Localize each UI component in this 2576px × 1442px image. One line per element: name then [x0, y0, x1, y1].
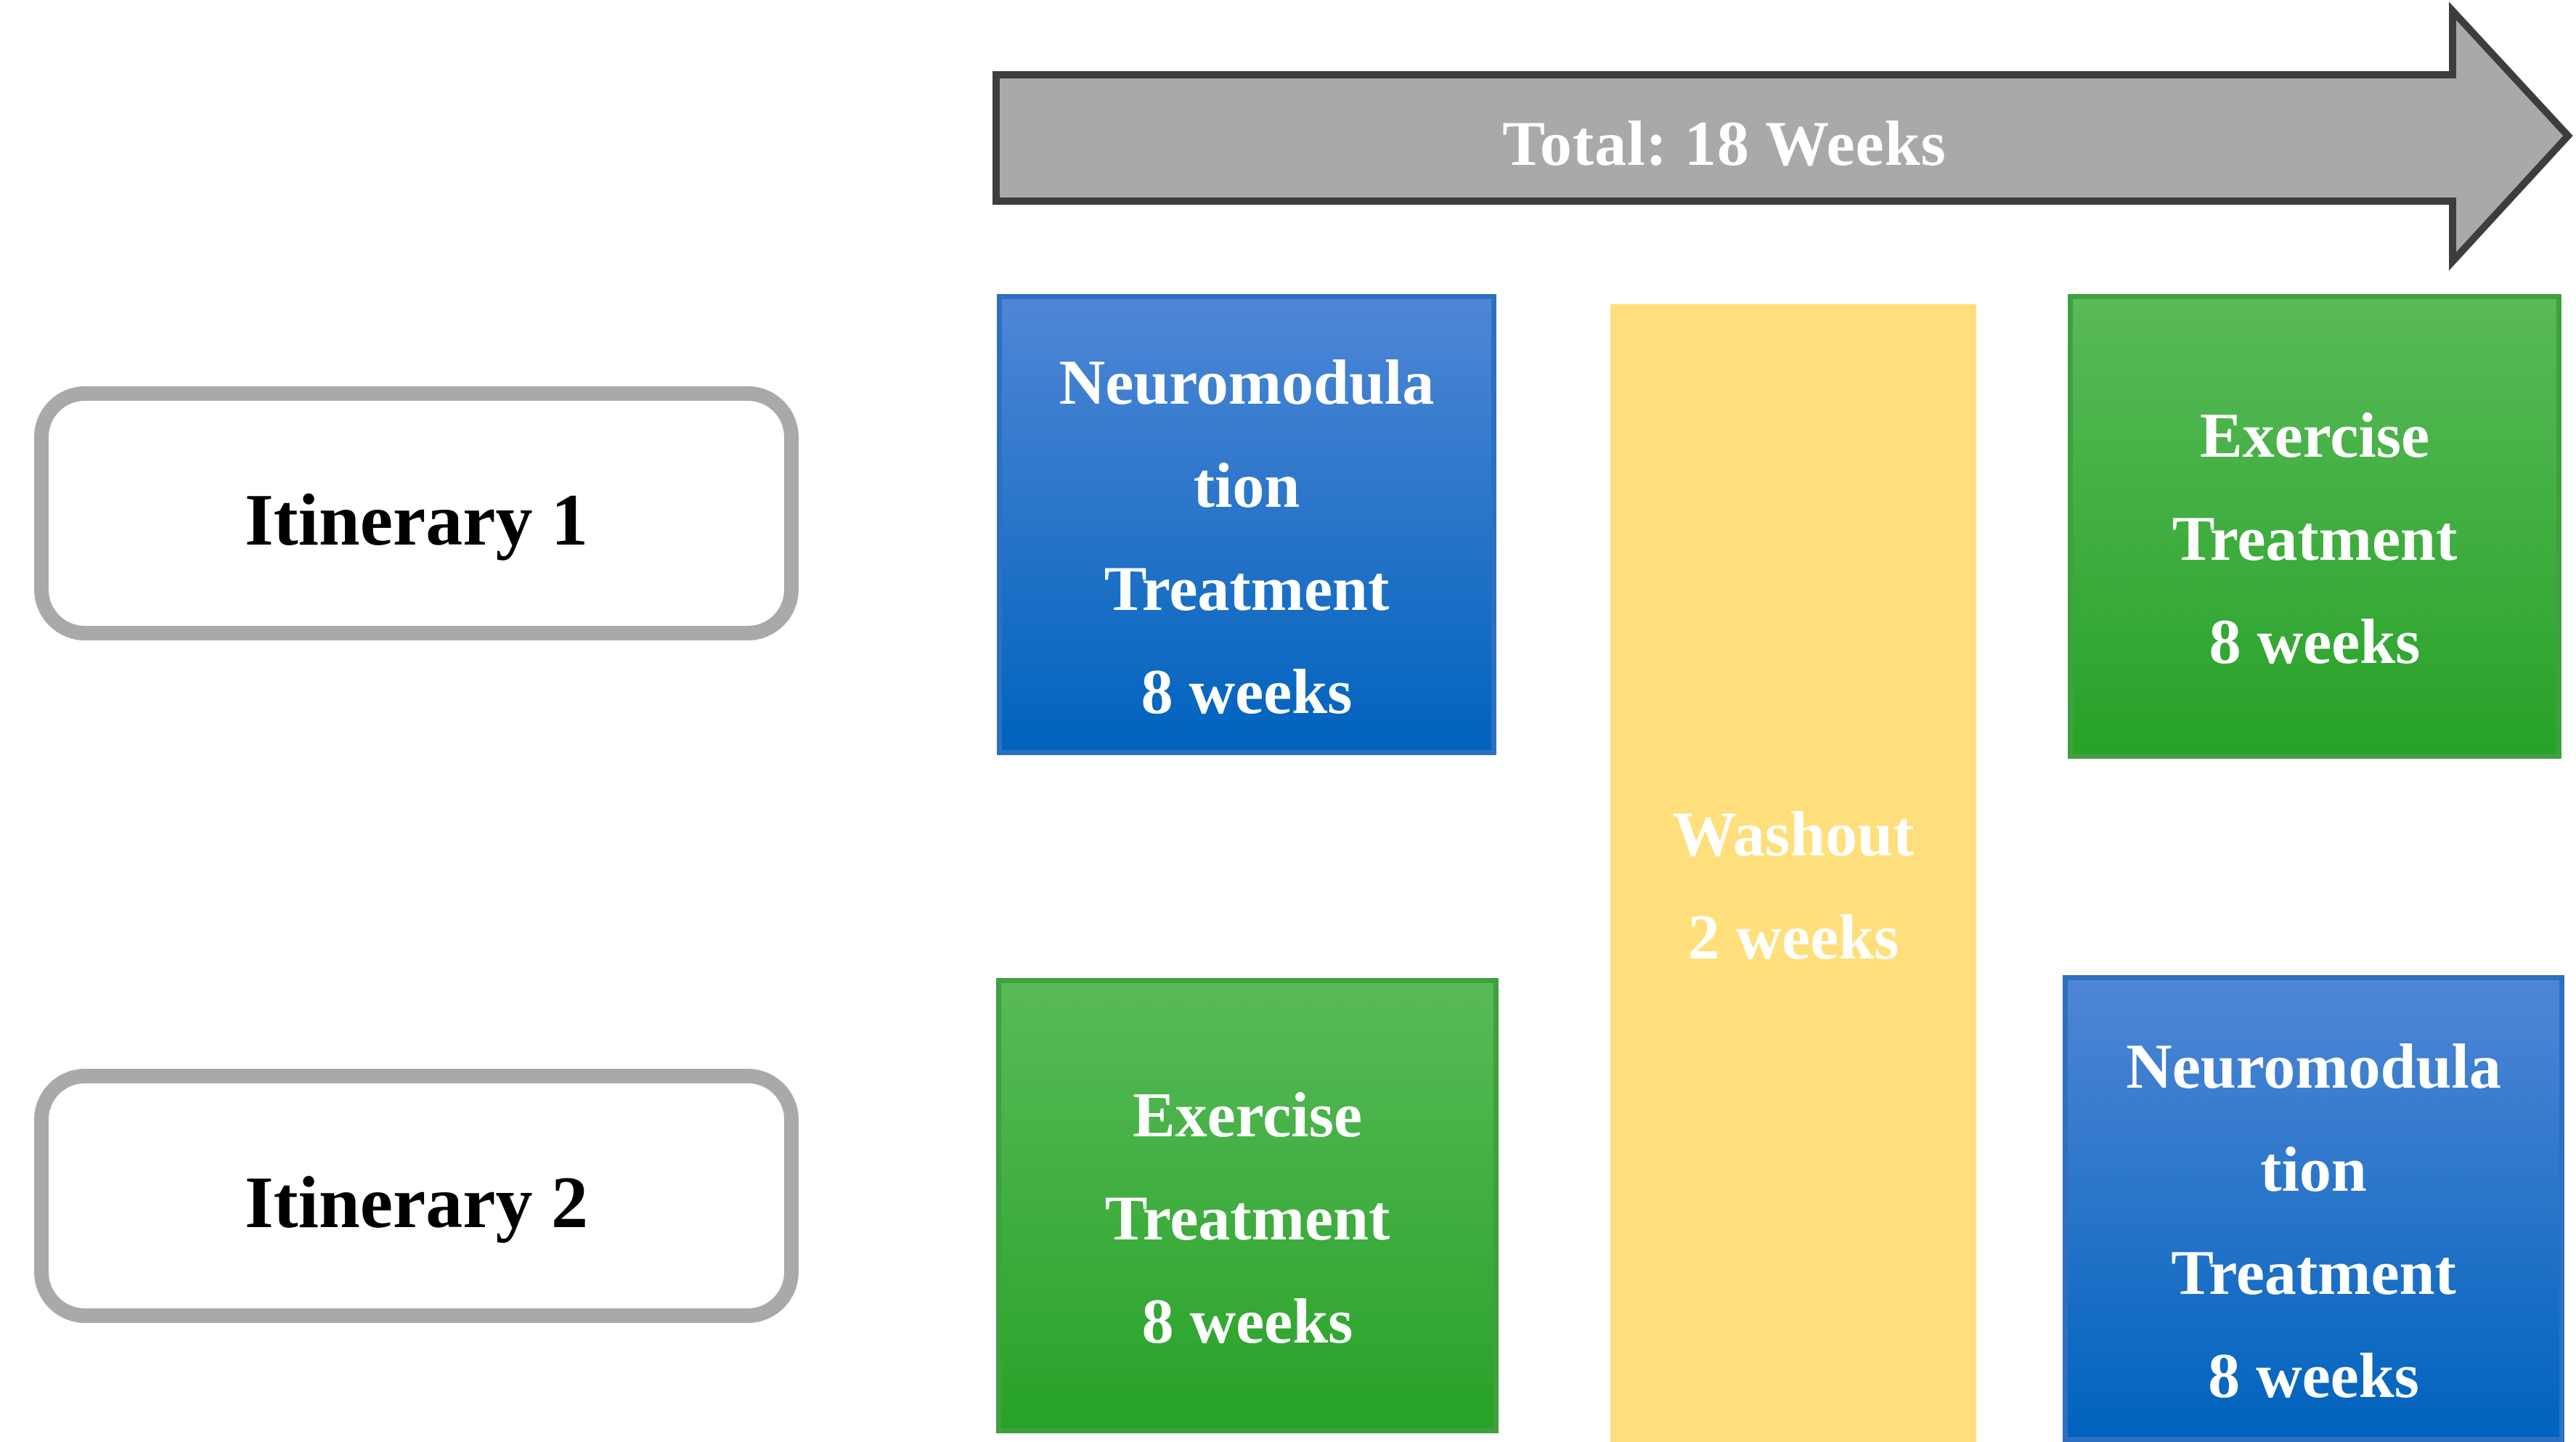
box-text-line: 2 weeks: [1687, 902, 1899, 973]
itinerary-1-label: Itinerary 1: [244, 478, 589, 561]
box-text-line: 8 weeks: [2209, 607, 2421, 677]
box-text-line: 8 weeks: [2208, 1340, 2419, 1412]
washout-box: Washout 2 weeks: [1610, 304, 1976, 1442]
box-text-line: Exercise: [1132, 1080, 1363, 1151]
itinerary-2-box: Itinerary 2: [34, 1069, 799, 1323]
arrow-label: Total: 18 Weeks: [1502, 108, 1947, 179]
box-text-line: Treatment: [1104, 1183, 1390, 1254]
box-text-line: tion: [1193, 450, 1300, 521]
box-text-line: Treatment: [2172, 504, 2458, 574]
total-duration-arrow: [993, 1, 2573, 271]
neuromodulation-treatment-box-itinerary-1: Neuromodula tion Treatment 8 weeks: [997, 294, 1496, 755]
neuromodulation-treatment-box-itinerary-2: Neuromodula tion Treatment 8 weeks: [2063, 975, 2564, 1442]
box-text-line: Exercise: [2199, 401, 2430, 471]
box-text-line: 8 weeks: [1141, 656, 1353, 728]
box-text-line: Neuromodula: [1059, 347, 1435, 418]
right-arrow-icon: [993, 1, 2573, 271]
itinerary-1-box: Itinerary 1: [34, 386, 799, 640]
box-text-line: Treatment: [2171, 1237, 2456, 1308]
box-text-line: Neuromodula: [2126, 1031, 2501, 1102]
box-text-line: Washout: [1672, 799, 1915, 870]
itinerary-2-label: Itinerary 2: [244, 1161, 589, 1244]
exercise-treatment-box-itinerary-1: Exercise Treatment 8 weeks: [2068, 294, 2561, 759]
box-text-line: 8 weeks: [1141, 1286, 1353, 1357]
exercise-treatment-box-itinerary-2: Exercise Treatment 8 weeks: [996, 978, 1499, 1433]
box-text-line: Treatment: [1104, 553, 1390, 624]
box-text-line: tion: [2260, 1134, 2367, 1205]
